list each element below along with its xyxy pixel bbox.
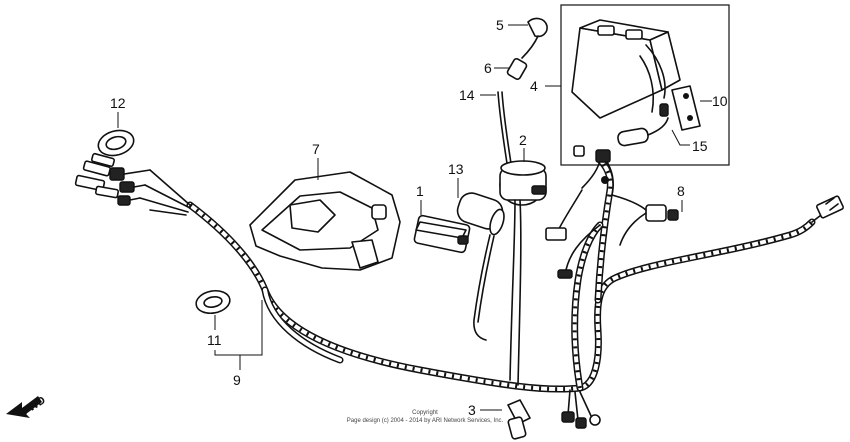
ignition-coil-2 bbox=[499, 160, 547, 386]
callout-13: 13 bbox=[448, 161, 464, 177]
battery-4 bbox=[571, 19, 681, 119]
fwd-arrow-icon bbox=[6, 396, 42, 418]
right-connector bbox=[811, 195, 844, 223]
tube-14 bbox=[497, 91, 513, 171]
copyright-line-2: Page design (c) 2004 - 2014 by ARI Netwo… bbox=[347, 418, 504, 424]
callout-2: 2 bbox=[519, 132, 527, 148]
battery-box-frame bbox=[560, 4, 730, 166]
fuse-holder-15 bbox=[617, 103, 669, 147]
callout-11: 11 bbox=[207, 332, 222, 348]
relay-1 bbox=[413, 214, 471, 254]
left-connector-bundle bbox=[74, 152, 191, 216]
fwd-label: FWD bbox=[20, 394, 48, 417]
battery-case-7 bbox=[249, 171, 401, 271]
callout-10: 10 bbox=[712, 93, 728, 109]
copyright-line-1: Copyright bbox=[412, 410, 438, 416]
grommet-12 bbox=[97, 129, 135, 157]
callout-14: 14 bbox=[459, 87, 475, 103]
plug-cap-5 bbox=[521, 17, 548, 59]
fuse-6 bbox=[506, 58, 528, 80]
terminal-3 bbox=[507, 389, 601, 440]
callout-7: 7 bbox=[312, 141, 320, 157]
callout-4: 4 bbox=[530, 78, 538, 94]
condenser-13 bbox=[456, 192, 505, 341]
callout-12: 12 bbox=[110, 95, 126, 111]
callout-6: 6 bbox=[484, 60, 492, 76]
callout-5: 5 bbox=[496, 17, 504, 33]
grommet-11 bbox=[195, 289, 231, 315]
callout-15: 15 bbox=[692, 138, 708, 154]
bracket-10 bbox=[671, 85, 701, 131]
callout-9: 9 bbox=[233, 372, 241, 388]
connector-8 bbox=[619, 204, 679, 246]
wire-harness bbox=[186, 156, 816, 393]
callout-3: 3 bbox=[468, 402, 476, 418]
misc-wiring bbox=[545, 145, 647, 279]
callout-1: 1 bbox=[416, 183, 424, 199]
callout-8: 8 bbox=[677, 183, 685, 199]
